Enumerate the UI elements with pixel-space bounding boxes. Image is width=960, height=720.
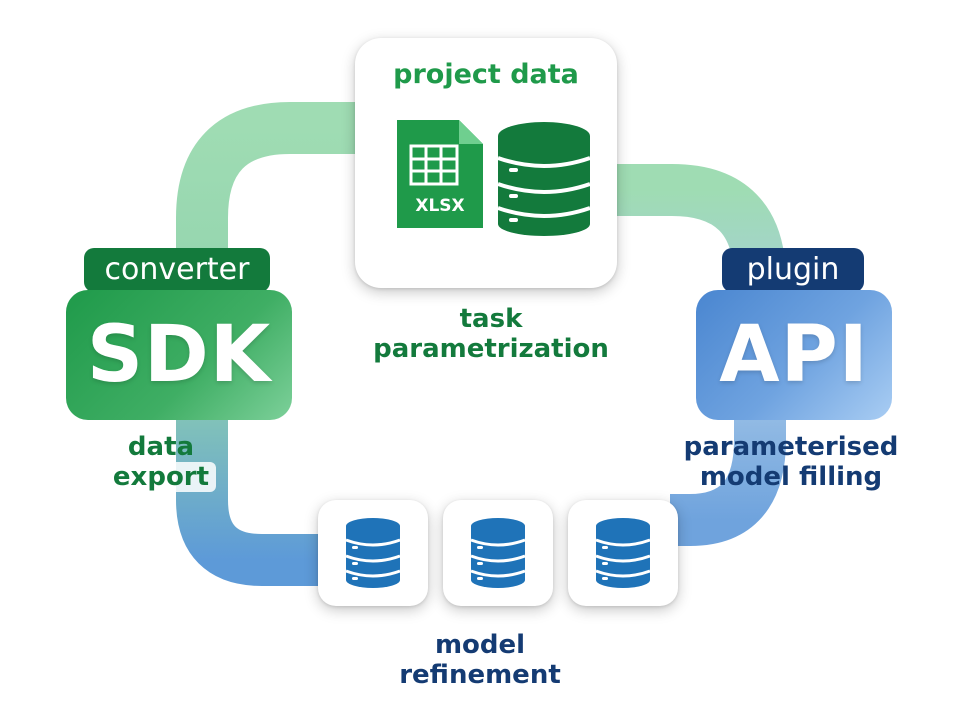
blue-database-icon [595,518,651,588]
api-block: API [696,290,892,420]
task-parametrization-label: task parametrization [360,304,622,364]
data-export-line2: export [106,462,216,492]
model-card-2 [443,500,553,606]
blue-database-icon [345,518,401,588]
model-refinement-line1: model [434,630,526,660]
model-filling-line1: parameterised [683,432,899,462]
converter-tag: converter [84,248,270,292]
model-filling-label: parameterised model filling [660,432,922,492]
project-data-title: project data [393,59,579,90]
task-label-line2: parametrization [373,334,609,364]
xlsx-icon-label: XLSX [415,196,465,216]
model-card-1 [318,500,428,606]
data-export-label: data export [106,432,216,492]
task-label-line1: task [459,304,523,334]
project-data-card: project data XLSX [355,38,617,288]
sdk-block: SDK [66,290,292,420]
blue-database-icon [470,518,526,588]
model-refinement-line2: refinement [399,660,561,690]
plugin-tag: plugin [722,248,864,292]
model-filling-line2: model filling [699,462,883,492]
model-card-3 [568,500,678,606]
model-refinement-label: model refinement [360,630,600,690]
database-icon [497,122,591,236]
xlsx-file-icon: XLSX [397,120,483,228]
loop-left-arc [176,102,365,586]
data-export-line1: data [127,432,195,462]
